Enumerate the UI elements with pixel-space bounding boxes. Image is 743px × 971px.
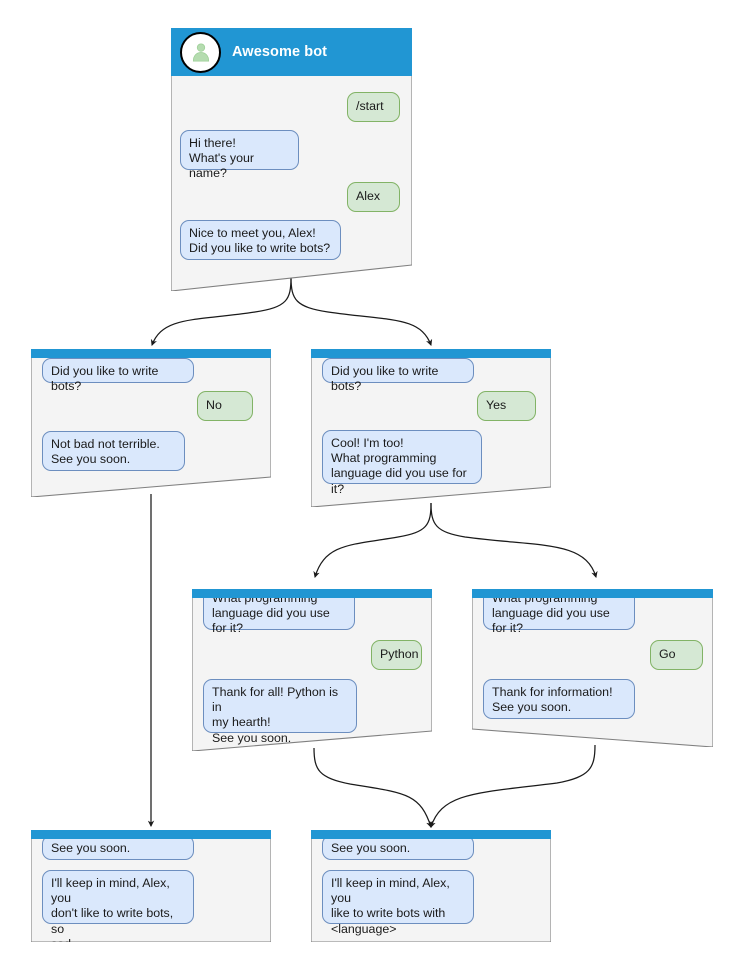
edge-python-to-end-happy [313, 747, 433, 828]
node-language-go[interactable]: What programming language did you use fo… [472, 589, 713, 747]
message-bubble-bot: Thank for information! See you soon. [483, 679, 635, 719]
node-answer-yes-messages: Did you like to write bots? Yes Cool! I'… [311, 349, 551, 507]
node-root[interactable]: Awesome bot /start Hi there! What's your… [171, 28, 412, 291]
message-bubble-user: Alex [347, 182, 400, 212]
node-language-python-titlebar [192, 589, 432, 598]
node-end-happy[interactable]: See you soon. I'll keep in mind, Alex, y… [311, 830, 551, 942]
message-bubble-user: /start [347, 92, 400, 122]
person-avatar-icon [180, 31, 221, 73]
edge-yes-to-go [430, 502, 598, 578]
message-bubble-bot: I'll keep in mind, Alex, you don't like … [42, 870, 194, 942]
node-language-python-messages: What programming language did you use fo… [192, 589, 432, 751]
node-language-go-messages: What programming language did you use fo… [472, 589, 713, 747]
node-answer-no[interactable]: Did you like to write bots? No Not bad n… [31, 349, 271, 497]
node-language-python[interactable]: What programming language did you use fo… [192, 589, 432, 751]
node-root-title: Awesome bot [232, 44, 328, 60]
node-end-sad-titlebar [31, 830, 271, 839]
node-end-happy-titlebar [311, 830, 551, 839]
message-bubble-bot: See you soon. [322, 835, 474, 860]
node-end-sad[interactable]: See you soon. I'll keep in mind, Alex, y… [31, 830, 271, 942]
edge-yes-to-python [313, 502, 432, 578]
node-answer-yes[interactable]: Did you like to write bots? Yes Cool! I'… [311, 349, 551, 507]
node-root-messages: /start Hi there! What's your name? Alex … [171, 28, 412, 291]
message-bubble-bot: Did you like to write bots? [42, 358, 194, 393]
node-end-happy-messages: See you soon. I'll keep in mind, Alex, y… [311, 830, 551, 942]
message-bubble-bot: Nice to meet you, Alex! Did you like to … [180, 220, 341, 260]
message-bubble-bot: Cool! I'm too! What programming language… [322, 430, 482, 496]
message-bubble-bot: Did you like to write bots? [322, 358, 474, 393]
message-bubble-bot: Not bad not terrible. See you soon. [42, 431, 185, 471]
message-bubble-user: No [197, 391, 253, 421]
message-bubble-user: Go [650, 640, 703, 670]
node-root-header: Awesome bot [171, 28, 412, 76]
edge-go-to-end-happy [429, 744, 596, 828]
message-bubble-user: Yes [477, 391, 536, 421]
message-bubble-bot: Hi there! What's your name? [180, 130, 299, 180]
message-bubble-bot: Thank for all! Python is in my hearth! S… [203, 679, 357, 745]
node-answer-yes-titlebar [311, 349, 551, 358]
node-answer-no-messages: Did you like to write bots? No Not bad n… [31, 349, 271, 497]
node-end-sad-messages: See you soon. I'll keep in mind, Alex, y… [31, 830, 271, 942]
message-bubble-bot: I'll keep in mind, Alex, you like to wri… [322, 870, 474, 936]
node-language-go-titlebar [472, 589, 713, 598]
message-bubble-user: Python [371, 640, 422, 670]
node-answer-no-titlebar [31, 349, 271, 358]
